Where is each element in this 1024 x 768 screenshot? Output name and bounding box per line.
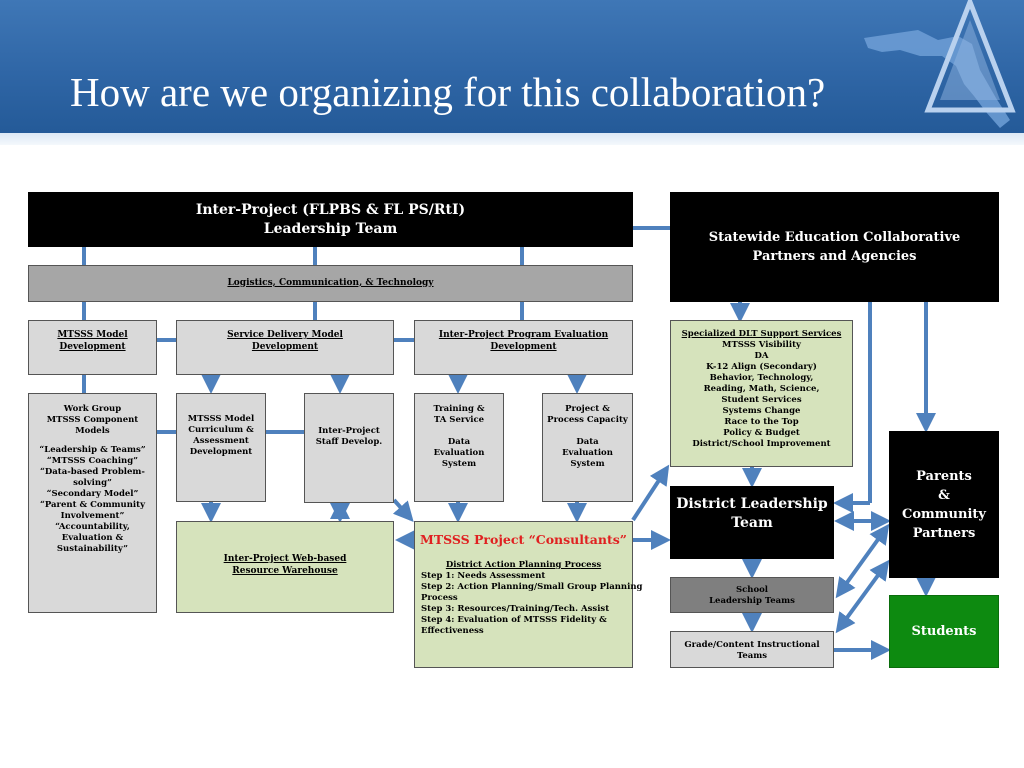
work-group-title2: MTSSS Component [46, 415, 139, 425]
parents-line2: & [938, 487, 950, 503]
district-line1: District Leadership [676, 496, 828, 512]
students-label: Students [911, 624, 977, 639]
work-group-box: Work Group MTSSS Component Models “Leade… [28, 393, 157, 613]
dlt-item: MTSSS Visibility [722, 340, 801, 350]
school-line1: School [735, 585, 769, 595]
leadership-team-box: Inter-Project (FLPBS & FL PS/RtI) Leader… [28, 192, 633, 247]
dlt-support-box: Specialized DLT Support Services MTSSS V… [670, 320, 853, 467]
logistics-box: Logistics, Communication, & Technology [28, 265, 633, 302]
logistics-label: Logistics, Communication, & Technology [227, 277, 434, 288]
work-group-item: “Data-based Problem- [40, 467, 145, 477]
resource-warehouse-box: Inter-Project Web-based Resource Warehou… [176, 521, 394, 613]
parents-community-box: Parents & Community Partners [889, 431, 999, 578]
school-teams-box: School Leadership Teams [670, 577, 834, 613]
consultants-step: Step 1: Needs Assessment [421, 571, 546, 581]
capacity-line: Data [576, 437, 599, 447]
model-dev-line2: Development [59, 341, 126, 352]
work-group-item: Sustainability” [56, 544, 129, 554]
parents-line4: Partners [912, 525, 976, 541]
consultants-title: MTSSS Project “Consultants” [420, 532, 627, 547]
consultants-step: Process [421, 593, 458, 603]
school-line2: Leadership Teams [709, 596, 795, 606]
staff-dev-line: Inter-Project [318, 426, 380, 436]
parents-line3: Community [902, 506, 986, 522]
florida-logo [864, 0, 1016, 128]
dlt-item: District/School Improvement [692, 439, 831, 449]
work-group-item: “Accountability, [55, 522, 130, 532]
training-line: Evaluation [433, 448, 485, 458]
statewide-line1: Statewide Education Collaborative [708, 230, 961, 245]
warehouse-line2: Resource Warehouse [232, 565, 338, 576]
work-group-title3: Models [75, 426, 110, 436]
work-group-item: Involvement” [60, 511, 125, 521]
curriculum-line: Curriculum & [188, 425, 254, 435]
grade-line1: Grade/Content Instructional [684, 640, 820, 650]
statewide-line2: Partners and Agencies [752, 249, 917, 264]
program-evaluation-box: Inter-Project Program Evaluation Develop… [414, 320, 633, 375]
program-eval-line1: Inter-Project Program Evaluation [438, 330, 609, 340]
dlt-item: Policy & Budget [723, 428, 800, 438]
capacity-line: Project & [565, 404, 610, 414]
slide-title: How are we organizing for this collabora… [70, 69, 826, 115]
work-group-item: “Leadership & Teams” [39, 445, 146, 455]
model-development-box: MTSSS Model Development [28, 320, 157, 375]
consultants-box: MTSSS Project “Consultants” District Act… [414, 521, 643, 668]
consultants-step: Step 2: Action Planning/Small Group Plan… [421, 582, 643, 592]
service-delivery-line1: Service Delivery Model [227, 330, 343, 340]
training-line: System [441, 459, 477, 469]
consultants-step: Step 4: Evaluation of MTSSS Fidelity & [421, 615, 607, 625]
leadership-team-line2: Leadership Team [263, 220, 398, 237]
staff-dev-line: Staff Develop. [315, 437, 383, 447]
consultants-step: Step 3: Resources/Training/Tech. Assist [421, 604, 610, 614]
capacity-line: System [570, 459, 605, 469]
students-box: Students [889, 595, 999, 668]
capacity-line: Process Capacity [547, 415, 628, 425]
work-group-item: solving” [73, 478, 112, 488]
service-delivery-box: Service Delivery Model Development [176, 320, 394, 375]
dlt-support-title: Specialized DLT Support Services [681, 329, 842, 339]
dlt-item: K-12 Align (Secondary) [706, 362, 817, 372]
parents-line1: Parents [916, 468, 972, 484]
program-eval-line2: Development [490, 341, 557, 352]
work-group-item: Evaluation & [61, 533, 124, 543]
dlt-item: Student Services [721, 395, 802, 405]
capacity-line: Evaluation [562, 448, 613, 458]
training-line: Training & [433, 404, 485, 414]
dlt-item: Race to the Top [724, 417, 799, 427]
curriculum-line: MTSSS Model [187, 414, 255, 424]
work-group-title1: Work Group [63, 404, 122, 414]
leadership-team-line1: Inter-Project (FLPBS & FL PS/RtI) [195, 201, 466, 218]
district-line2: Team [731, 515, 773, 531]
dlt-item: DA [754, 351, 769, 361]
work-group-item: “Parent & Community [39, 500, 146, 510]
grade-line2: Teams [736, 651, 768, 661]
staff-development-box: Inter-Project Staff Develop. [304, 393, 394, 503]
consultants-subtitle: District Action Planning Process [445, 560, 602, 570]
warehouse-line1: Inter-Project Web-based [223, 554, 347, 564]
dlt-item: Behavior, Technology, [709, 373, 814, 383]
work-group-item: “Secondary Model” [46, 489, 139, 499]
dlt-item: Reading, Math, Science, [703, 384, 820, 394]
curriculum-box: MTSSS Model Curriculum & Assessment Deve… [176, 393, 266, 502]
curriculum-line: Development [189, 447, 253, 457]
service-delivery-line2: Development [251, 341, 319, 352]
training-line: Data [447, 437, 471, 447]
curriculum-line: Assessment [193, 436, 249, 446]
consultants-step: Effectiveness [421, 626, 484, 636]
title-banner [0, 0, 1024, 133]
dlt-item: Systems Change [722, 406, 801, 416]
training-line: TA Service [433, 415, 485, 425]
title-banner-stripe [0, 133, 1024, 145]
model-dev-line1: MTSSS Model [57, 330, 128, 340]
grade-teams-box: Grade/Content Instructional Teams [670, 631, 834, 668]
district-leadership-box: District Leadership Team [670, 486, 834, 559]
work-group-item: “MTSSS Coaching” [46, 456, 139, 466]
capacity-box: Project & Process Capacity Data Evaluati… [542, 393, 633, 502]
statewide-partners-box: Statewide Education Collaborative Partne… [670, 192, 999, 302]
training-box: Training & TA Service Data Evaluation Sy… [414, 393, 504, 502]
